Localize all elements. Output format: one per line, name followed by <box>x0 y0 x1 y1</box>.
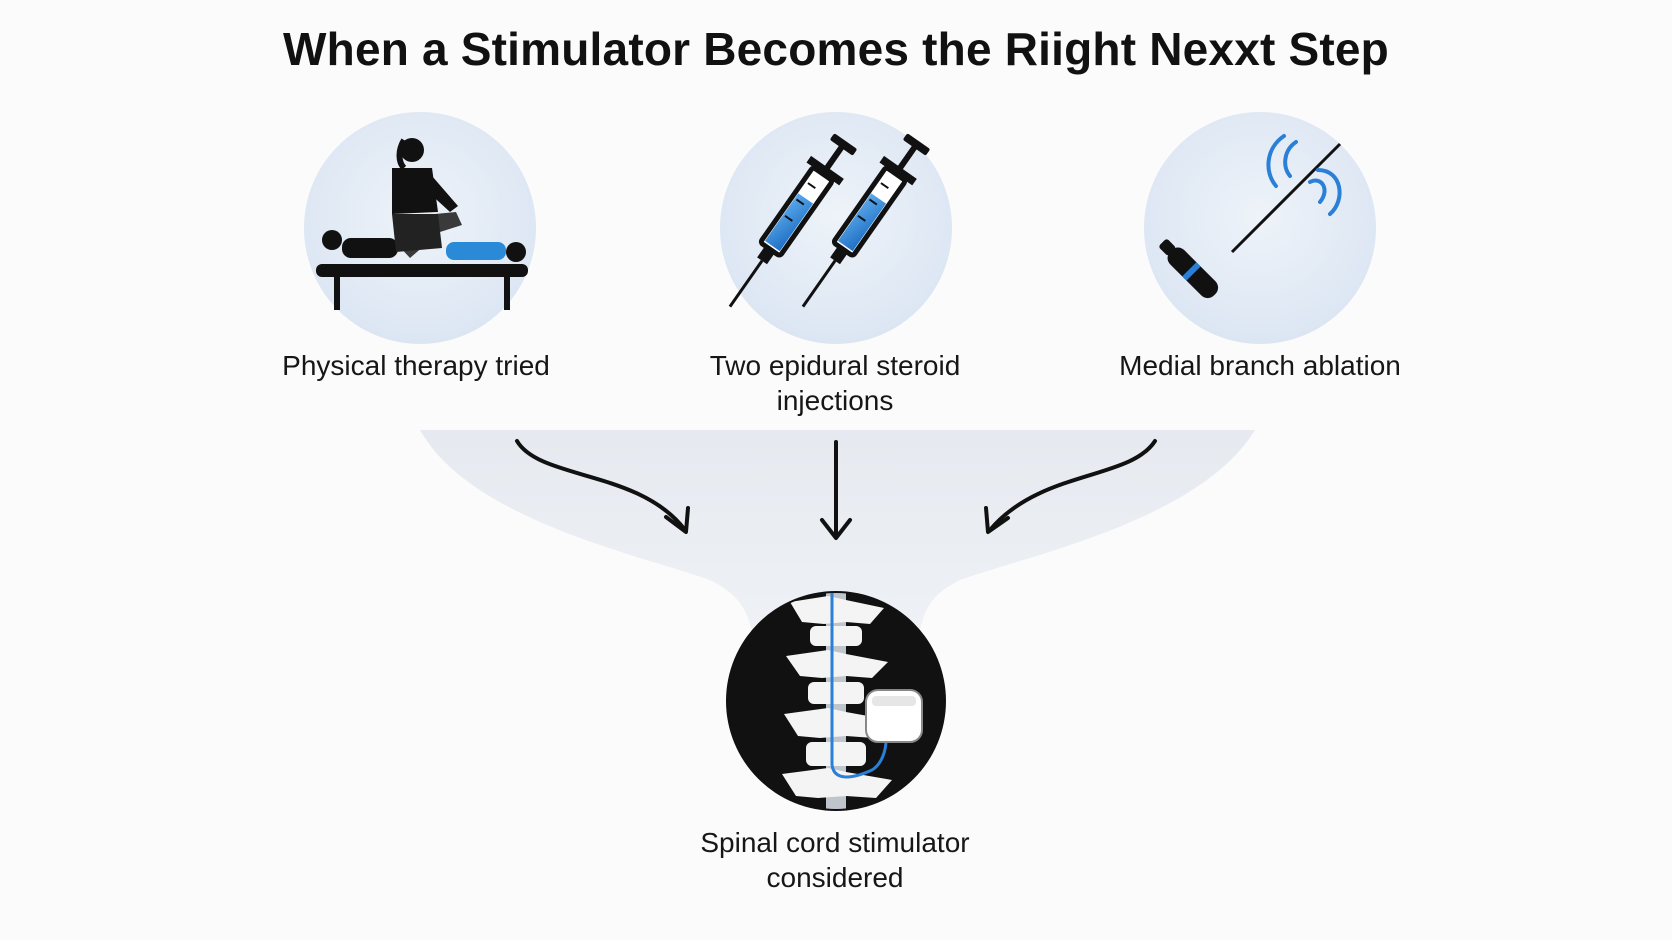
step-label-line: injections <box>776 385 894 416</box>
step-label-physical-therapy: Physical therapy tried <box>282 350 550 381</box>
spinal-cord-stimulator-icon <box>726 591 946 811</box>
outcome-label-line: considered <box>766 862 904 893</box>
syringes-icon <box>720 112 952 344</box>
page-title: When a Stimulator Becomes the Riight Nex… <box>283 23 1389 75</box>
step-label-epidural-injections: Two epidural steroid injections <box>635 348 1035 418</box>
physical-therapy-icon <box>304 112 536 344</box>
outcome-label-line: Spinal cord stimulator <box>700 827 970 858</box>
arrow-left <box>515 439 690 534</box>
step-label-ablation: Medial branch ablation <box>1119 350 1401 381</box>
arrow-right <box>984 439 1157 534</box>
step-label-line: Two epidural steroid <box>709 350 961 381</box>
ablation-probe-icon <box>1144 112 1376 344</box>
outcome-label: Spinal cord stimulator considered <box>635 825 1035 895</box>
arrow-center <box>820 440 852 540</box>
